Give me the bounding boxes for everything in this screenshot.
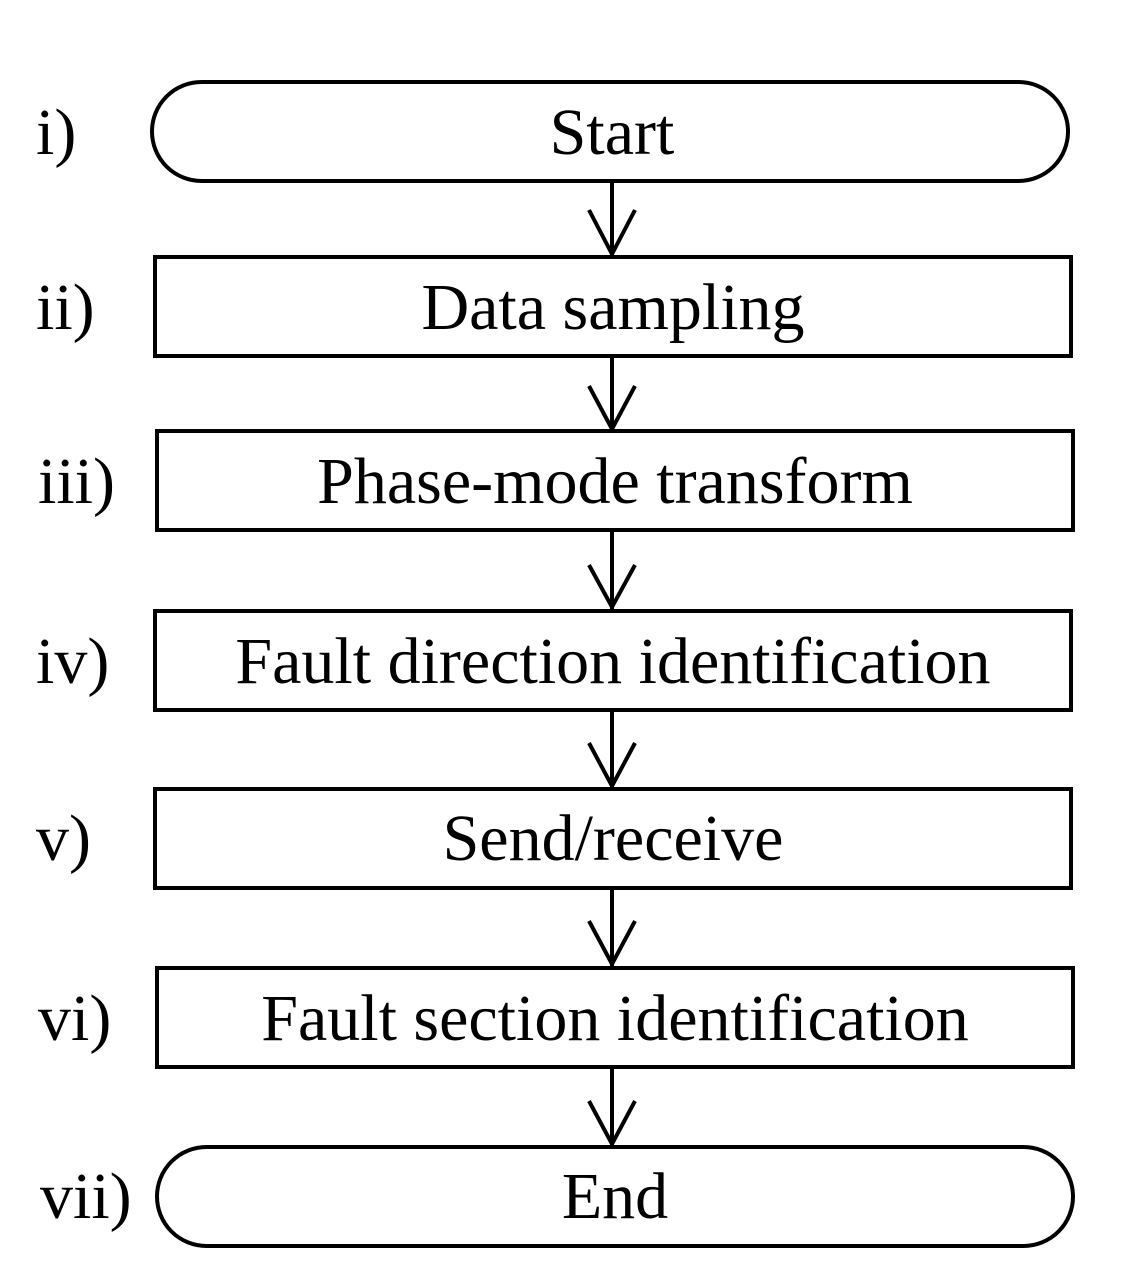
send-receive-box: [153, 787, 1073, 890]
connector-4: [587, 711, 637, 791]
step-label-vi: vi): [38, 982, 111, 1055]
step-label-v: v): [36, 802, 91, 875]
connector-3: [587, 530, 637, 612]
fault-direction-identification-box: [153, 609, 1073, 712]
end-text: End: [562, 1160, 668, 1233]
fault-direction-identification-text: Fault direction identification: [235, 625, 990, 698]
data-sampling-text: Data sampling: [421, 271, 804, 344]
step-label-ii: ii): [36, 271, 95, 344]
connector-6: [587, 1067, 637, 1149]
phase-mode-transform-text: Phase-mode transform: [317, 445, 913, 518]
start-text: Start: [550, 96, 675, 169]
phase-mode-transform-box: [155, 429, 1075, 532]
step-label-iii: iii): [38, 445, 115, 518]
step-label-i: i): [36, 96, 76, 169]
step-data-sampling: ii) Data sampling: [36, 255, 1073, 358]
connector-5: [587, 888, 637, 969]
connector-2: [587, 356, 637, 434]
data-sampling-box: [153, 255, 1073, 358]
step-label-iv: iv): [36, 625, 109, 698]
step-fault-section-identification: vi) Fault section identification: [38, 966, 1075, 1069]
fault-section-identification-box: [155, 966, 1075, 1069]
step-start: i) Start: [36, 80, 1070, 183]
end-terminator: [155, 1145, 1075, 1248]
connectors: [587, 181, 637, 1149]
step-send-receive: v) Send/receive: [36, 787, 1073, 890]
connector-1: [587, 181, 637, 259]
step-label-vii: vii): [40, 1160, 132, 1233]
send-receive-text: Send/receive: [443, 802, 784, 875]
step-end: vii) End: [40, 1145, 1075, 1248]
step-phase-mode-transform: iii) Phase-mode transform: [38, 429, 1075, 532]
step-fault-direction-identification: iv) Fault direction identification: [36, 609, 1073, 712]
fault-section-identification-text: Fault section identification: [261, 982, 969, 1055]
start-terminator: [150, 80, 1070, 183]
